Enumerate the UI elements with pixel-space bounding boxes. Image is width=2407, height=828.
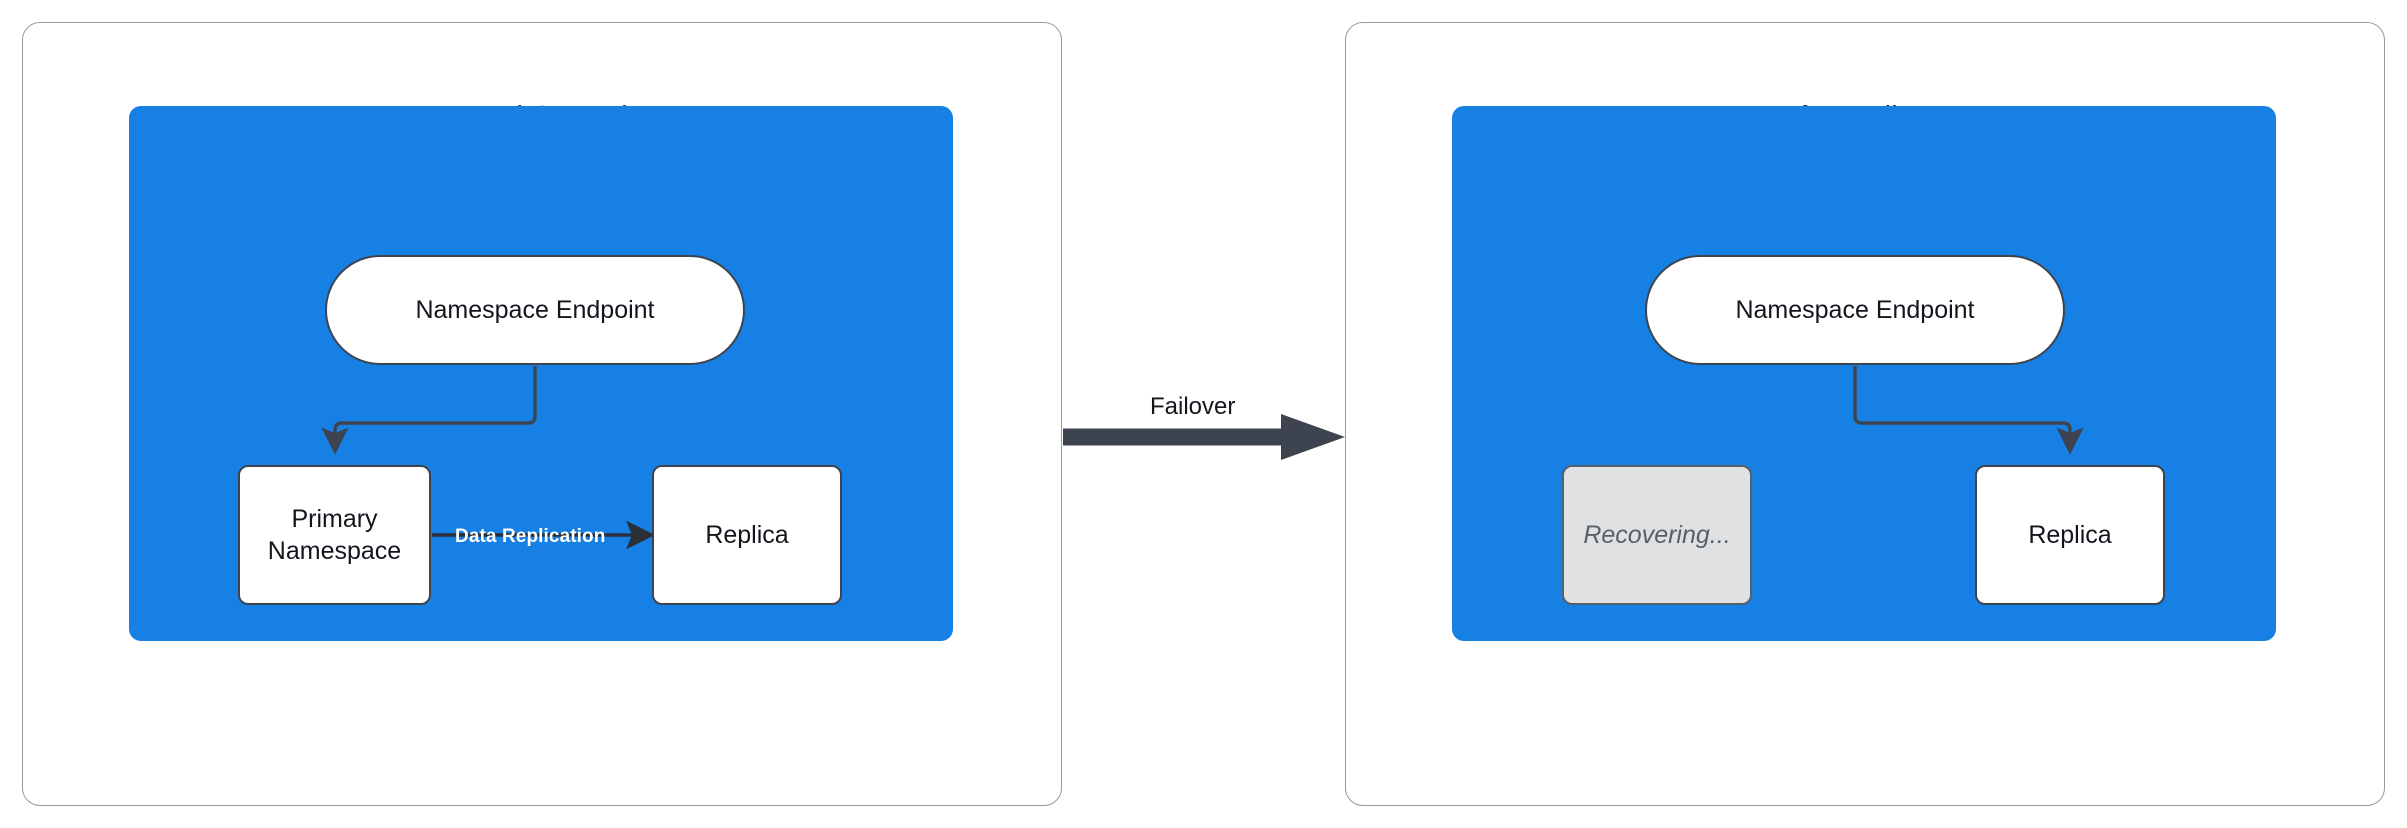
panel-normal-operation: Normal Operation [22,22,1062,806]
edge-label-data-replication: Data Replication [455,526,606,547]
edge-label-failover: Failover [1150,393,1236,420]
node-primary-namespace[interactable]: Primary Namespace [238,465,431,605]
node-recovering[interactable]: Recovering... [1562,465,1752,605]
node-label-line2: Namespace [267,537,402,565]
node-label: Replica [2028,521,2112,549]
node-label-line1: Primary [291,505,378,533]
panel-after-failover: After Failover [1345,22,2385,806]
node-namespace-endpoint-right[interactable]: Namespace Endpoint [1645,255,2065,365]
node-label: Recovering... [1583,521,1731,549]
node-label: Replica [705,521,789,549]
node-namespace-endpoint-left[interactable]: Namespace Endpoint [325,255,745,365]
node-label: Primary Namespace [268,503,401,567]
node-label: Namespace Endpoint [415,296,655,324]
node-replica-right[interactable]: Replica [1975,465,2165,605]
node-label: Namespace Endpoint [1735,296,1975,324]
node-replica-left[interactable]: Replica [652,465,842,605]
